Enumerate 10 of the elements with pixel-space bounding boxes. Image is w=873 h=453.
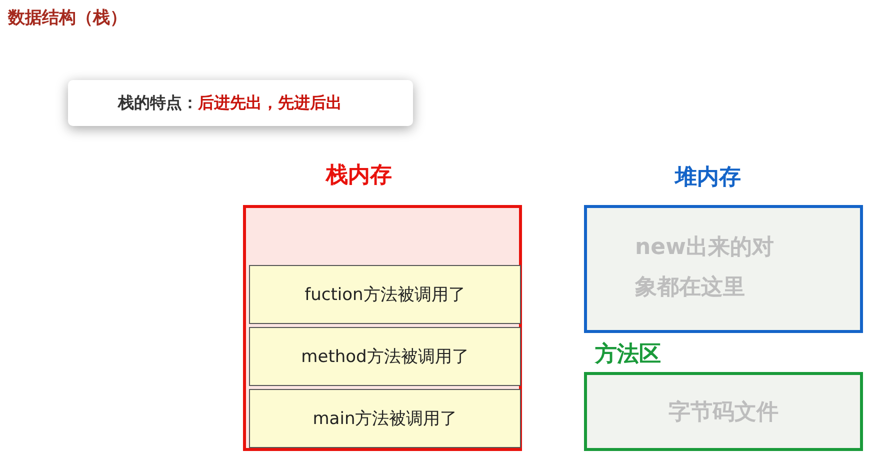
stack-frame: main方法被调用了 — [249, 389, 521, 448]
stack-frame: fuction方法被调用了 — [249, 265, 521, 324]
note-card — [68, 80, 413, 126]
stack-frame: method方法被调用了 — [249, 327, 521, 386]
page-title: 数据结构（栈） — [8, 7, 127, 29]
box-heading: 堆内存 — [675, 164, 741, 192]
note-text: 后进先出，先进后出 — [198, 92, 342, 114]
box-heading: 方法区 — [595, 340, 661, 369]
note-label: 栈的特点： — [118, 92, 198, 114]
box-heading: 栈内存 — [326, 162, 392, 190]
